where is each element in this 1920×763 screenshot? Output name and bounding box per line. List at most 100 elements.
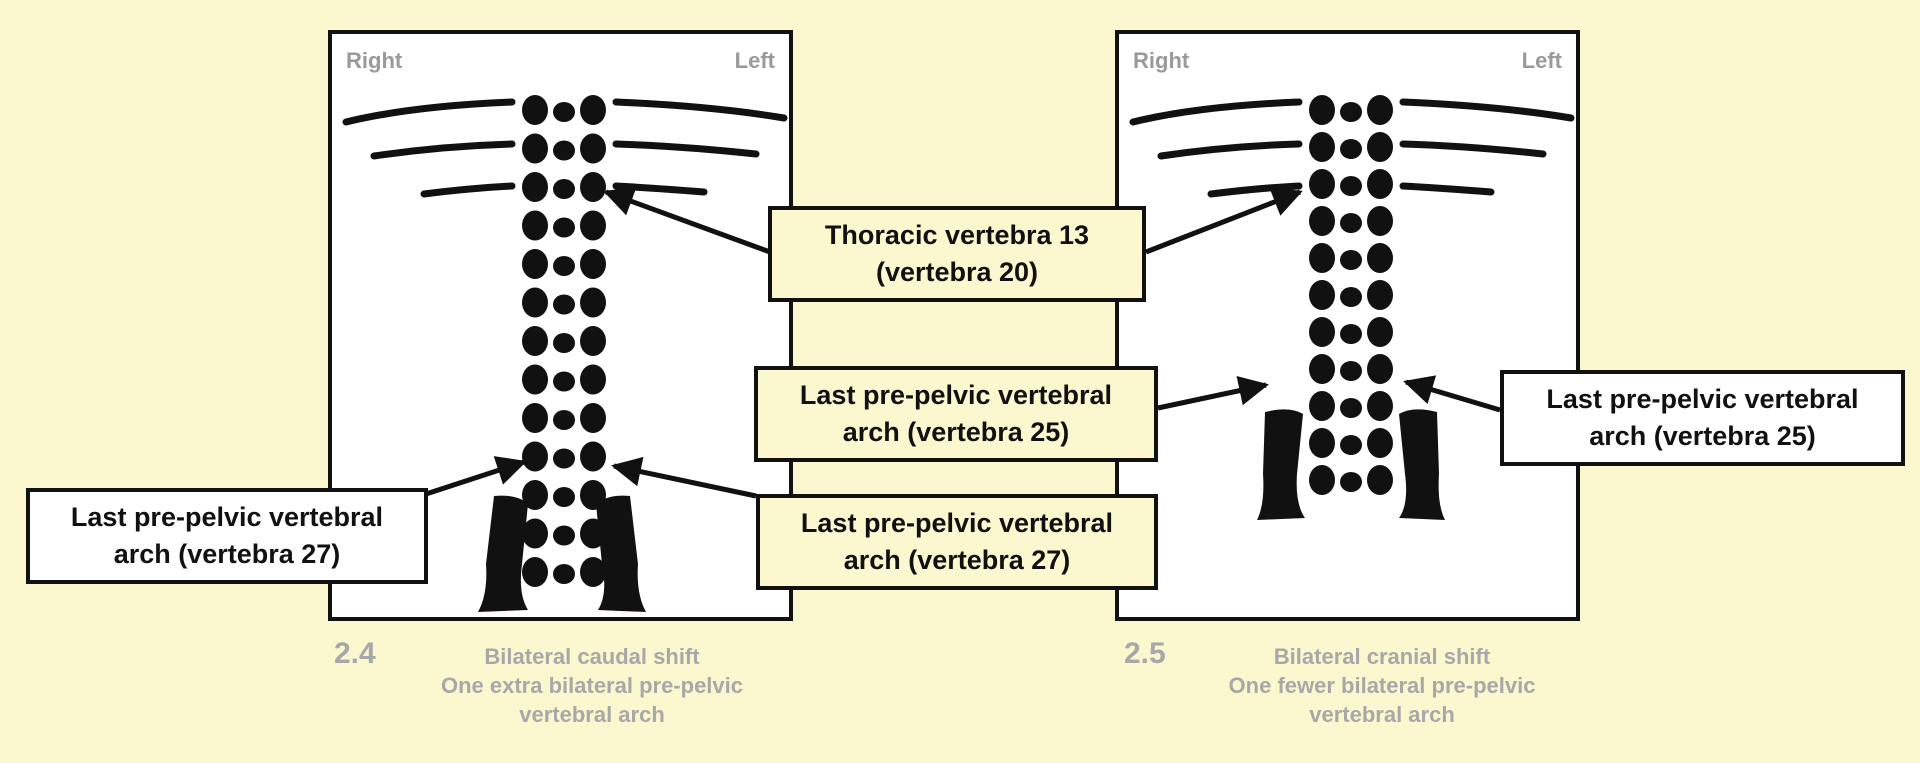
figure-number: 2.5 [1124, 637, 1166, 670]
vertebral-body [553, 140, 575, 161]
vertebral-arch-left [1367, 428, 1393, 458]
callout-line: Last pre-pelvic vertebral [70, 502, 384, 532]
vertebral-arch-left [580, 172, 606, 202]
callout-line: arch (vertebra 25) [842, 417, 1070, 447]
rib-left-1 [612, 98, 788, 122]
vertebral-body [553, 487, 575, 507]
rib-left-2 [612, 140, 760, 158]
pelvis-right [478, 495, 528, 612]
vertebral-body [1340, 324, 1362, 344]
vertebral-arch-right [522, 210, 548, 241]
vertebral-body [553, 371, 575, 392]
vertebral-body [1340, 287, 1362, 307]
vertebral-arch-left [1367, 280, 1393, 310]
rib-right-1 [342, 98, 516, 126]
side-label-right: Right [1133, 48, 1190, 73]
vertebral-arch-left [1367, 169, 1393, 199]
vertebral-arch-left [1367, 95, 1393, 125]
callout-thoracic-vertebra: Thoracic vertebra 13 (vertebra 20) [768, 206, 1146, 302]
vertebral-arch-right [522, 441, 548, 472]
callout-last-prepelvic-27-left: Last pre-pelvic vertebral arch (vertebra… [26, 488, 428, 584]
vertebral-body [553, 564, 575, 584]
vertebral-arch-right [1309, 354, 1335, 384]
caption-line: Bilateral caudal shift [484, 644, 700, 669]
vertebral-body [553, 179, 575, 199]
side-label-left: Left [1521, 48, 1562, 73]
callout-line: arch (vertebra 27) [843, 545, 1071, 575]
vertebral-body [1340, 398, 1362, 418]
vertebral-arch-right [522, 249, 548, 279]
callout-line: arch (vertebra 27) [113, 539, 341, 569]
figure-caption: Bilateral caudal shift One extra bilater… [382, 642, 802, 729]
vertebral-arch-right [1309, 317, 1335, 347]
vertebral-arch-left [580, 441, 606, 472]
rib-right-1 [1129, 98, 1303, 126]
caption-line: Bilateral cranial shift [1273, 644, 1491, 669]
vertebral-arch-left [1367, 243, 1393, 273]
side-label-right: Right [346, 48, 403, 73]
caption-line: One fewer bilateral pre-pelvic [1228, 673, 1536, 698]
vertebral-body [1340, 435, 1362, 455]
vertebral-arch-right [522, 480, 548, 510]
vertebral-arch-right [1309, 206, 1335, 236]
callout-last-prepelvic-25-right: Last pre-pelvic vertebral arch (vertebra… [1500, 370, 1905, 466]
vertebral-arch-left [580, 249, 606, 279]
vertebral-body [553, 525, 575, 546]
rib-left-3 [1399, 182, 1495, 196]
vertebral-arch-right [522, 287, 548, 318]
caption-line: vertebral arch [519, 702, 665, 727]
vertebral-arch-right [1309, 428, 1335, 458]
vertebral-body [1340, 472, 1362, 492]
caption-line: One extra bilateral pre-pelvic [440, 673, 744, 698]
rib-left-3 [612, 182, 708, 196]
rib-right-3 [1207, 182, 1303, 198]
rib-left-1 [1399, 98, 1575, 122]
vertebral-arch-left [580, 364, 606, 395]
vertebral-body [1340, 250, 1362, 270]
vertebral-body [553, 217, 575, 238]
vertebral-body [553, 256, 575, 276]
vertebral-arch-right [1309, 169, 1335, 199]
vertebral-arch-left [580, 133, 606, 164]
vertebral-arch-left [1367, 317, 1393, 347]
side-label-left: Left [734, 48, 775, 73]
vertebral-arch-left [580, 403, 606, 433]
vertebral-arch-left [580, 210, 606, 241]
vertebral-body [1340, 213, 1362, 233]
figure-caption: Bilateral cranial shift One fewer bilate… [1172, 642, 1592, 729]
callout-line: (vertebra 20) [875, 257, 1039, 287]
rib-left-2 [1399, 140, 1547, 158]
vertebral-body [1340, 139, 1362, 159]
vertebral-arch-right [522, 133, 548, 164]
vertebral-body [553, 333, 575, 353]
rib-right-3 [420, 182, 516, 198]
vertebral-arch-right [522, 518, 548, 549]
vertebral-body [553, 102, 575, 122]
pelvis-left [1399, 409, 1445, 520]
vertebral-arch-left [1367, 354, 1393, 384]
vertebral-arch-right [1309, 391, 1335, 421]
vertebral-arch-right [1309, 465, 1335, 495]
vertebral-arch-right [522, 557, 548, 587]
vertebral-arch-right [522, 172, 548, 202]
vertebral-arch-left [580, 95, 606, 125]
vertebral-arch-right [1309, 95, 1335, 125]
vertebral-arch-left [1367, 206, 1393, 236]
callout-line: Last pre-pelvic vertebral [800, 508, 1114, 538]
callout-last-prepelvic-25: Last pre-pelvic vertebral arch (vertebra… [754, 366, 1158, 462]
vertebral-arch-right [522, 403, 548, 433]
spine-illustration [342, 95, 788, 612]
vertebral-arch-right [1309, 243, 1335, 273]
rib-right-2 [1157, 140, 1303, 160]
vertebral-body [553, 448, 575, 469]
vertebral-body [1340, 361, 1362, 381]
vertebral-arch-right [1309, 132, 1335, 162]
vertebral-body [1340, 102, 1362, 122]
vertebral-body [1340, 176, 1362, 196]
vertebral-body [553, 410, 575, 430]
callout-line: arch (vertebra 25) [1589, 421, 1816, 451]
vertebral-body [553, 294, 575, 315]
spine-illustration [1129, 95, 1575, 520]
vertebral-arch-left [1367, 132, 1393, 162]
panel-bilateral-cranial-shift: Right Left [1115, 30, 1580, 621]
